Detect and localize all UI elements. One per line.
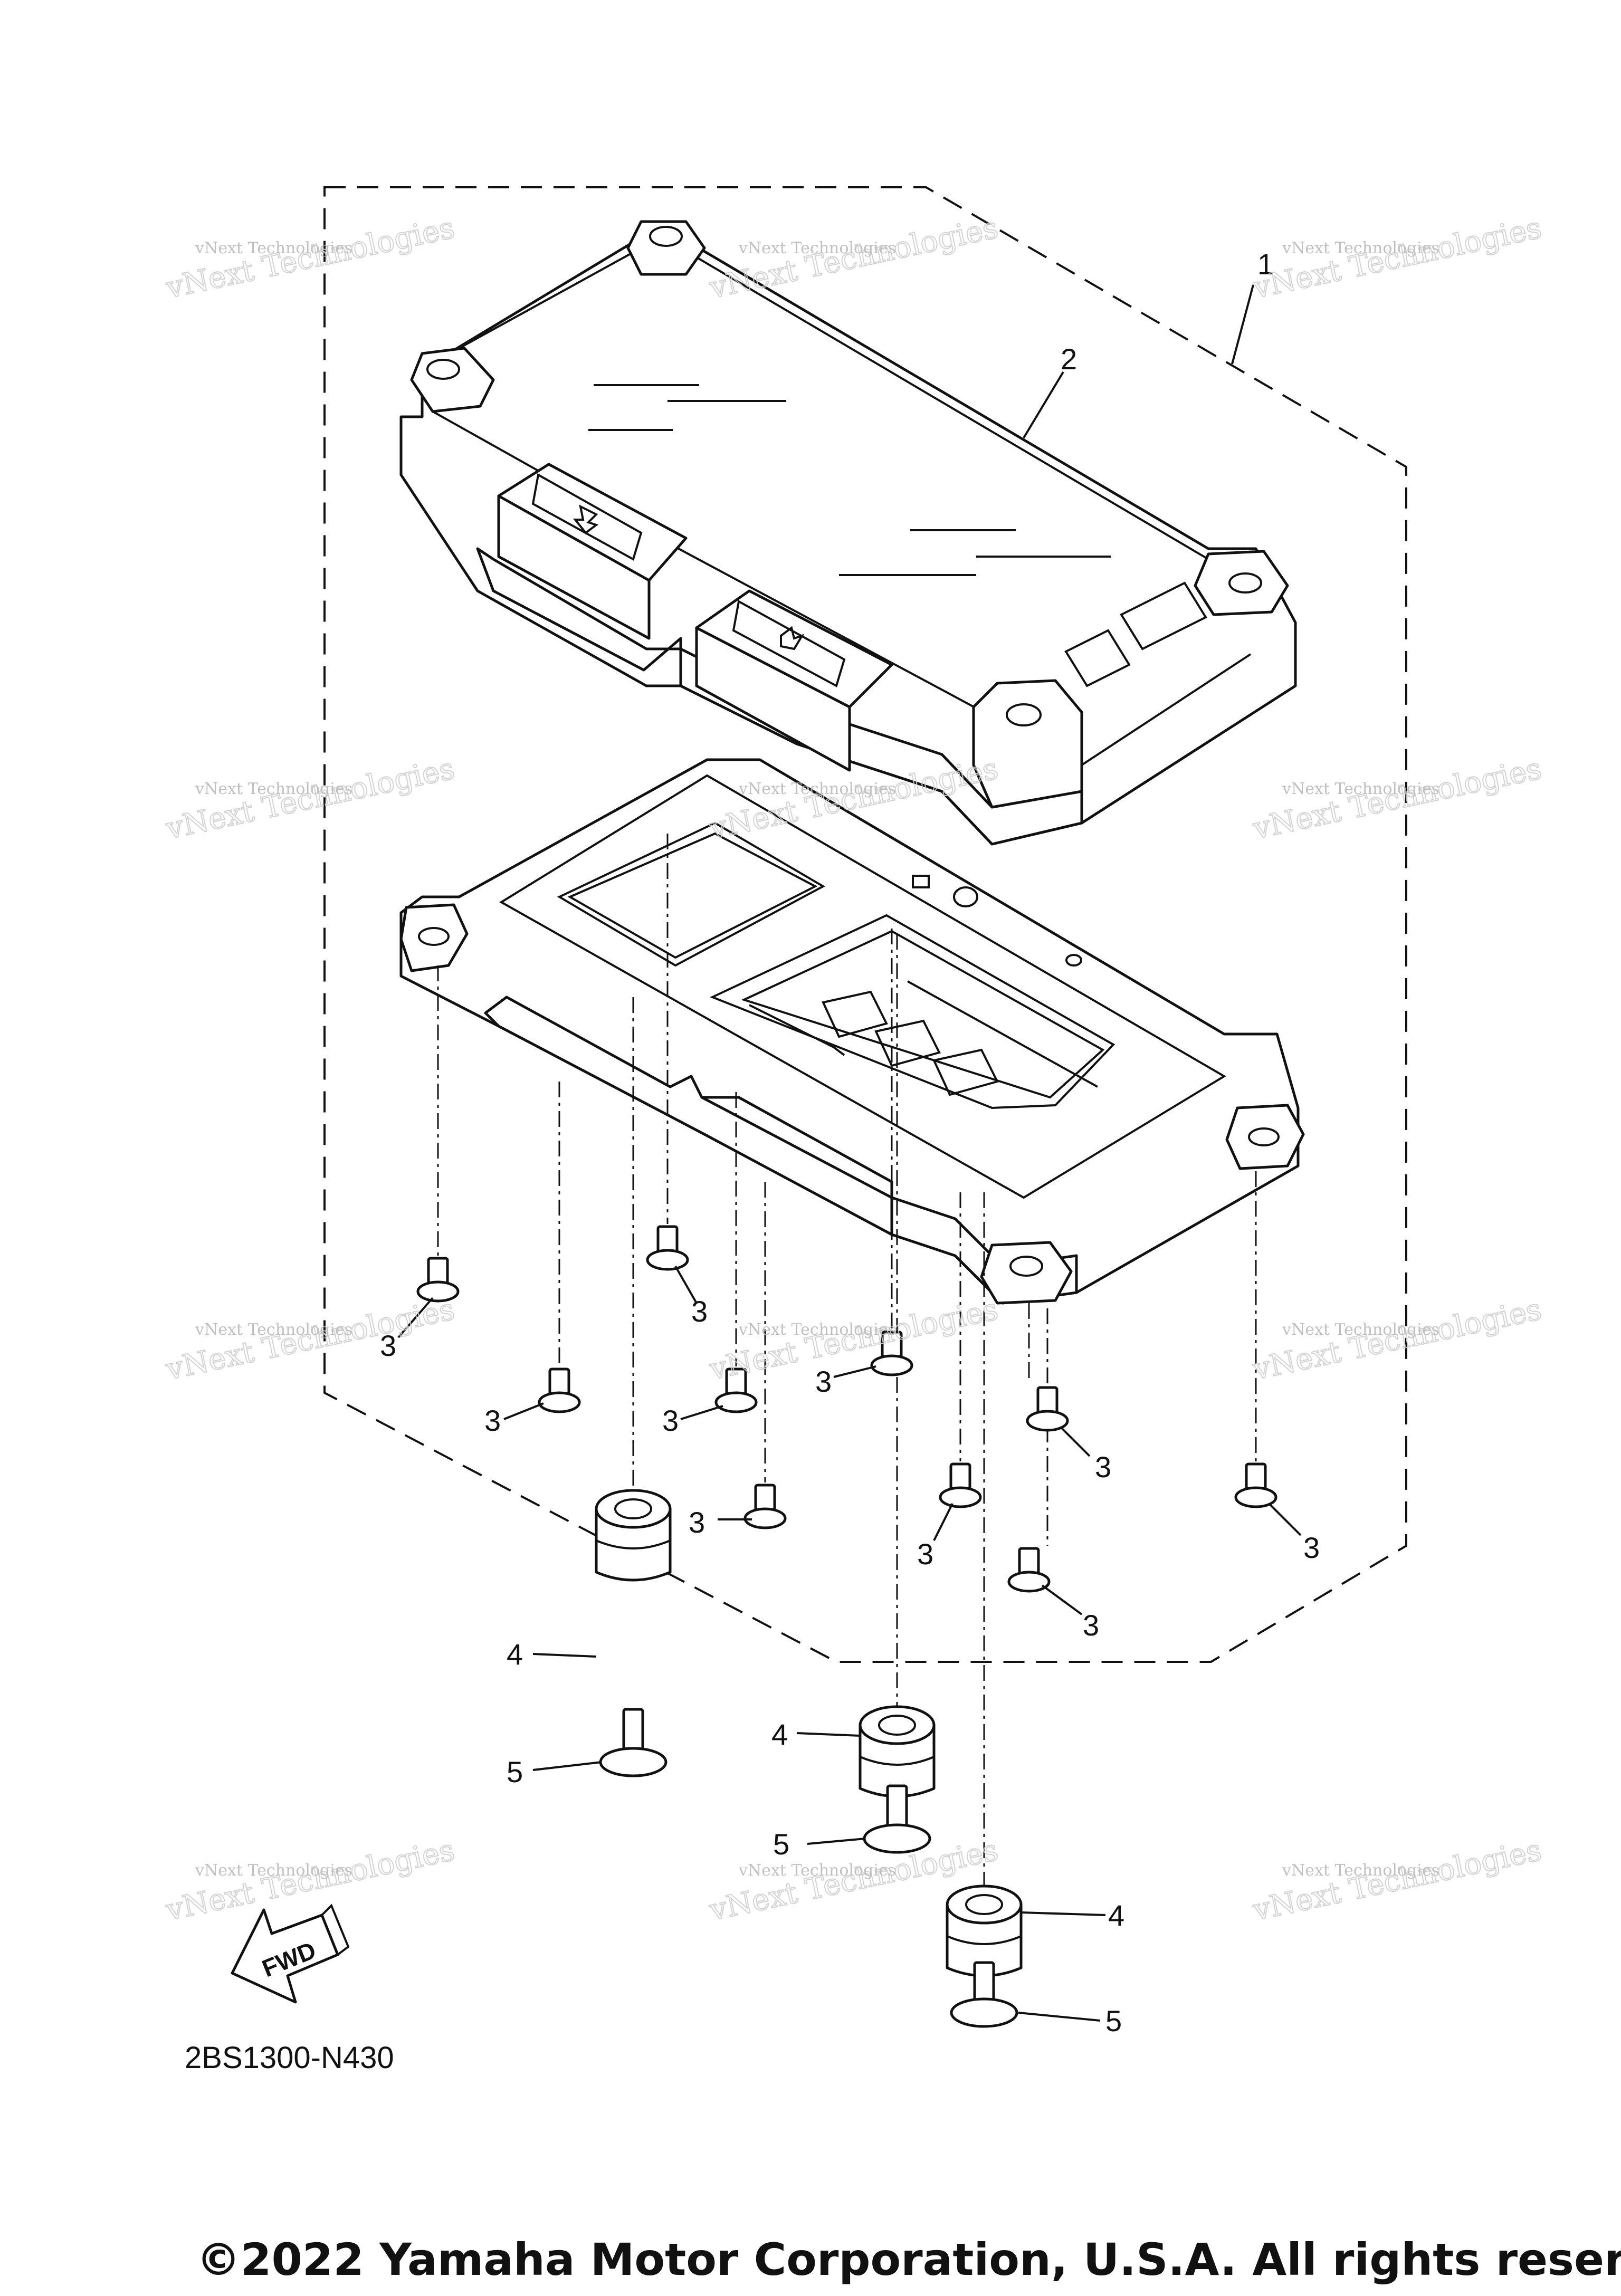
cover-mount-boss-1: [626, 220, 706, 276]
callout-part-1: 1: [1257, 247, 1274, 281]
forward-arrow: FWD: [231, 1903, 350, 2004]
diagram-code: 2BS1300-N430: [185, 2041, 394, 2075]
callout-part-3-f: 3: [689, 1506, 705, 1539]
meter-cover: [399, 220, 1297, 846]
callout-part-3-a: 3: [380, 1329, 396, 1362]
fwd-arrow-icon: [231, 1908, 339, 2004]
svg-text:vNext Technologies: vNext Technologies: [163, 211, 457, 305]
svg-text:vNext Technologies: vNext Technologies: [195, 239, 352, 257]
screw-4: [714, 1367, 758, 1413]
screw-6: [743, 1484, 787, 1529]
callout-part-5-c: 5: [1105, 2004, 1122, 2037]
bolt-3: [950, 1961, 1018, 2028]
callout-part-3-c: 3: [484, 1404, 501, 1437]
svg-text:vNext Technologies: vNext Technologies: [195, 1861, 352, 1880]
svg-text:vNext Technologies: vNext Technologies: [1282, 780, 1439, 798]
svg-text:vNext Technologies: vNext Technologies: [163, 751, 457, 846]
screw-3: [538, 1367, 581, 1413]
callout-part-3-e: 3: [815, 1365, 832, 1398]
watermark-10: vNext Technologies vNext Technologies: [162, 1832, 458, 1928]
assembly-centerlines: [437, 834, 1257, 1899]
callout-part-3-j: 3: [1303, 1531, 1320, 1564]
screw-2: [646, 1225, 689, 1271]
copyright-notice: ©2022 Yamaha Motor Corporation, U.S.A. A…: [196, 2234, 1621, 2285]
svg-text:vNext Technologies: vNext Technologies: [1282, 239, 1439, 257]
screw-7: [939, 1462, 982, 1508]
bolts: [599, 1708, 1018, 2028]
svg-text:vNext Technologies: vNext Technologies: [163, 1292, 457, 1386]
case-mount-boss-3: [980, 1241, 1073, 1305]
callout-part-3-b: 3: [691, 1295, 708, 1328]
svg-text:vNext Technologies: vNext Technologies: [1250, 1292, 1544, 1386]
screw-8: [1026, 1386, 1069, 1432]
svg-text:vNext Technologies: vNext Technologies: [1250, 1833, 1544, 1927]
case-mount-boss-1: [399, 903, 469, 972]
svg-text:vNext Technologies: vNext Technologies: [1250, 751, 1544, 846]
watermark-12: vNext Technologies vNext Technologies: [1249, 1832, 1545, 1928]
watermark-3: vNext Technologies vNext Technologies: [1249, 210, 1545, 305]
case-mount-boss-2: [1225, 1104, 1305, 1170]
svg-text:vNext Technologies: vNext Technologies: [738, 1861, 896, 1880]
svg-text:vNext Technologies: vNext Technologies: [195, 780, 352, 798]
callout-part-3-i: 3: [1083, 1609, 1099, 1642]
grommet-3: [946, 1884, 1023, 1977]
callout-part-5-b: 5: [773, 1828, 789, 1861]
svg-text:vNext Technologies: vNext Technologies: [1282, 1321, 1439, 1339]
callout-part-4-b: 4: [771, 1718, 788, 1751]
svg-text:vNext Technologies: vNext Technologies: [738, 780, 896, 798]
cover-mount-boss-3: [1194, 550, 1289, 616]
meter-case: [399, 758, 1305, 1305]
svg-text:vNext Technologies: vNext Technologies: [738, 239, 896, 257]
svg-text:vNext Technologies: vNext Technologies: [706, 211, 1001, 305]
grommets: [595, 1489, 1023, 1977]
svg-text:vNext Technologies: vNext Technologies: [1282, 1861, 1439, 1880]
callout-part-3-h: 3: [1095, 1450, 1111, 1484]
svg-text:vNext Technologies: vNext Technologies: [738, 1321, 896, 1339]
leader-lines: [397, 284, 1302, 2022]
callout-part-4-c: 4: [1108, 1899, 1124, 1932]
watermark-4: vNext Technologies vNext Technologies: [162, 751, 458, 846]
svg-text:vNext Technologies: vNext Technologies: [195, 1321, 352, 1339]
callouts: 1 2 3 3 3 3 3 3 3 3 3 3 4 4 4 5 5 5: [380, 247, 1320, 2037]
watermark-1: vNext Technologies vNext Technologies: [162, 210, 458, 305]
cover-mount-boss-2: [410, 347, 495, 413]
screw-9: [1007, 1547, 1051, 1593]
watermark-7: vNext Technologies vNext Technologies: [162, 1292, 458, 1387]
watermark-9: vNext Technologies vNext Technologies: [1249, 1292, 1545, 1387]
svg-text:vNext Technologies: vNext Technologies: [1250, 211, 1544, 305]
watermark-6: vNext Technologies vNext Technologies: [1249, 751, 1545, 846]
svg-text:vNext Technologies: vNext Technologies: [163, 1833, 457, 1927]
screw-10: [1234, 1462, 1277, 1508]
callout-part-2: 2: [1061, 342, 1077, 376]
grommet-1: [595, 1489, 672, 1582]
callout-part-3-d: 3: [662, 1404, 679, 1437]
callout-part-3-g: 3: [917, 1537, 933, 1571]
screw-5: [870, 1331, 913, 1376]
bolt-2: [863, 1784, 931, 1854]
assembly-boundary: [323, 186, 1407, 1663]
callout-part-4-a: 4: [507, 1638, 523, 1671]
bolt-1: [599, 1708, 668, 1777]
watermark-2: vNext Technologies vNext Technologies: [705, 210, 1002, 305]
callout-part-5-a: 5: [507, 1755, 523, 1788]
cover-mount-boss-4: [972, 679, 1083, 809]
grommet-2: [859, 1705, 936, 1798]
screws: [416, 1225, 1277, 1593]
screw-1: [416, 1257, 460, 1303]
